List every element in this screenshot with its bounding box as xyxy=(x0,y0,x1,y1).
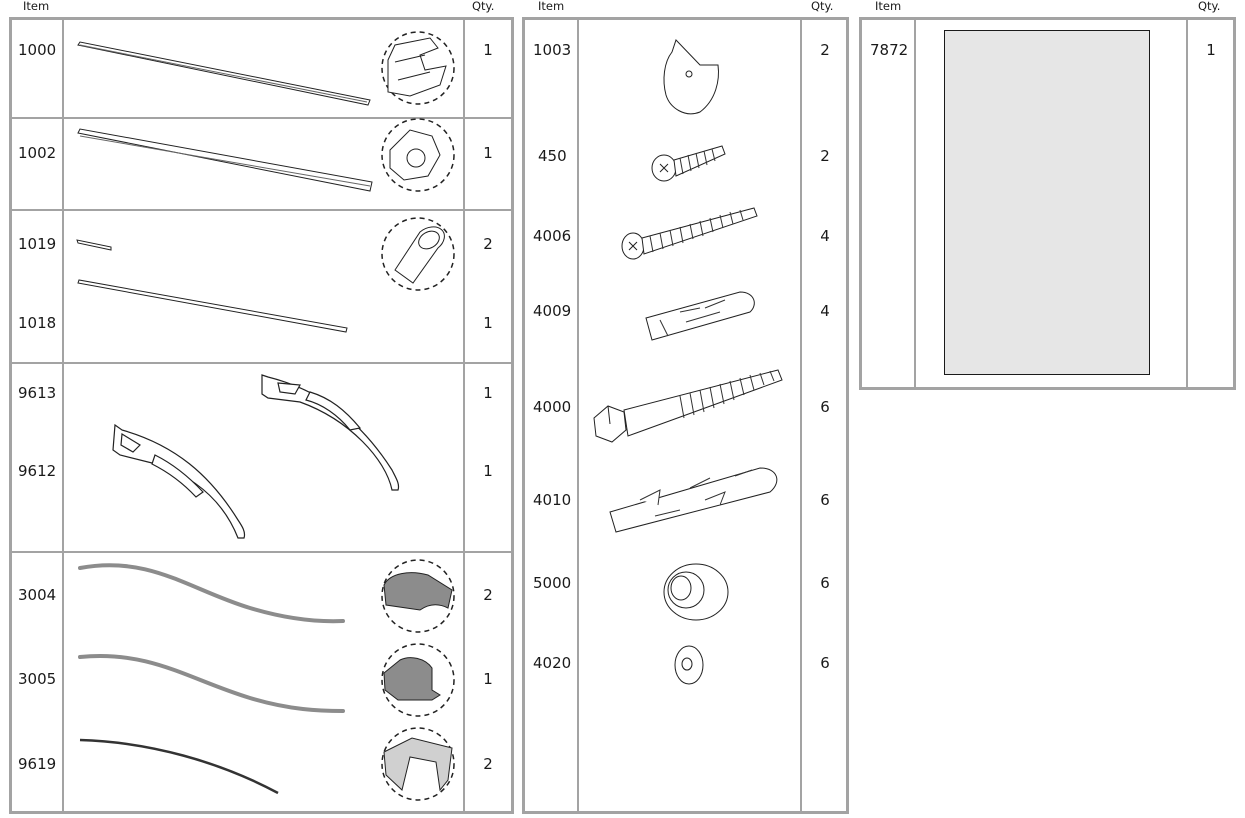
quantity: 2 xyxy=(820,147,830,165)
qty-header-3: Qty. xyxy=(1198,0,1221,13)
quantity: 2 xyxy=(483,235,493,253)
item-number: 1018 xyxy=(18,314,57,332)
qty-header-2: Qty. xyxy=(811,0,834,13)
detail-circle xyxy=(382,119,454,191)
column-divider xyxy=(463,20,465,811)
item-number: 1000 xyxy=(18,41,57,59)
row-divider xyxy=(12,117,511,119)
panel-sheet-7872 xyxy=(944,30,1150,375)
quantity: 4 xyxy=(820,302,830,320)
parts-panel-1 xyxy=(9,17,514,814)
tube-1019 xyxy=(77,240,111,250)
item-header-3: Item xyxy=(875,0,902,13)
item-number: 9619 xyxy=(18,755,57,773)
quantity: 1 xyxy=(483,144,493,162)
item-number: 5000 xyxy=(533,574,572,592)
rod-1018 xyxy=(78,280,347,332)
item-number: 4006 xyxy=(533,227,572,245)
row-divider xyxy=(12,551,511,553)
item-number: 1019 xyxy=(18,235,57,253)
column-divider xyxy=(62,20,64,811)
item-number: 4009 xyxy=(533,302,572,320)
detail-circle xyxy=(382,32,454,104)
parts-panel-2 xyxy=(522,17,849,814)
item-number: 7872 xyxy=(870,41,909,59)
seal-3005 xyxy=(80,656,343,711)
row-divider xyxy=(12,209,511,211)
lag-bolt-4000-shank xyxy=(624,370,782,436)
item-number: 4000 xyxy=(533,398,572,416)
item-number: 4010 xyxy=(533,491,572,509)
screw-4006-shank xyxy=(642,208,757,254)
quantity: 2 xyxy=(483,586,493,604)
item-number: 3005 xyxy=(18,670,57,688)
item-number: 450 xyxy=(538,147,567,165)
item-number: 3004 xyxy=(18,586,57,604)
wall-plug-4010 xyxy=(610,468,777,532)
screw-450-shank xyxy=(674,146,725,176)
row-divider xyxy=(12,362,511,364)
quantity: 2 xyxy=(483,755,493,773)
seal-profile-detail xyxy=(384,658,440,700)
strip-9619 xyxy=(80,740,278,793)
item-number: 1002 xyxy=(18,144,57,162)
detail-circle xyxy=(382,644,454,716)
quantity: 6 xyxy=(820,491,830,509)
item-number: 1003 xyxy=(533,41,572,59)
seal-3004 xyxy=(80,565,343,621)
item-number: 9613 xyxy=(18,384,57,402)
detail-circle xyxy=(382,728,454,800)
wall-plug-4009 xyxy=(646,292,754,340)
rail-1002 xyxy=(78,129,372,191)
detail-circle xyxy=(382,218,454,290)
quantity: 4 xyxy=(820,227,830,245)
quantity: 1 xyxy=(483,462,493,480)
quantity: 6 xyxy=(820,574,830,592)
seal-profile-detail xyxy=(384,573,452,610)
quantity: 1 xyxy=(1206,41,1216,59)
quantity: 1 xyxy=(483,314,493,332)
rail-profile-detail xyxy=(388,38,446,96)
column-divider xyxy=(800,20,802,811)
end-cap-detail xyxy=(384,738,452,790)
quantity: 2 xyxy=(820,41,830,59)
item-number: 9612 xyxy=(18,462,57,480)
quantity: 1 xyxy=(483,384,493,402)
quantity: 1 xyxy=(483,41,493,59)
qty-header-1: Qty. xyxy=(472,0,495,13)
quantity: 6 xyxy=(820,654,830,672)
column-divider xyxy=(577,20,579,811)
quantity: 1 xyxy=(483,670,493,688)
parts-panel-3 xyxy=(859,17,1236,390)
item-header-2: Item xyxy=(538,0,565,13)
detail-circle xyxy=(382,560,454,632)
item-header-1: Item xyxy=(23,0,50,13)
item-number: 4020 xyxy=(533,654,572,672)
column-divider xyxy=(914,20,916,387)
column-divider xyxy=(1186,20,1188,387)
quantity: 6 xyxy=(820,398,830,416)
